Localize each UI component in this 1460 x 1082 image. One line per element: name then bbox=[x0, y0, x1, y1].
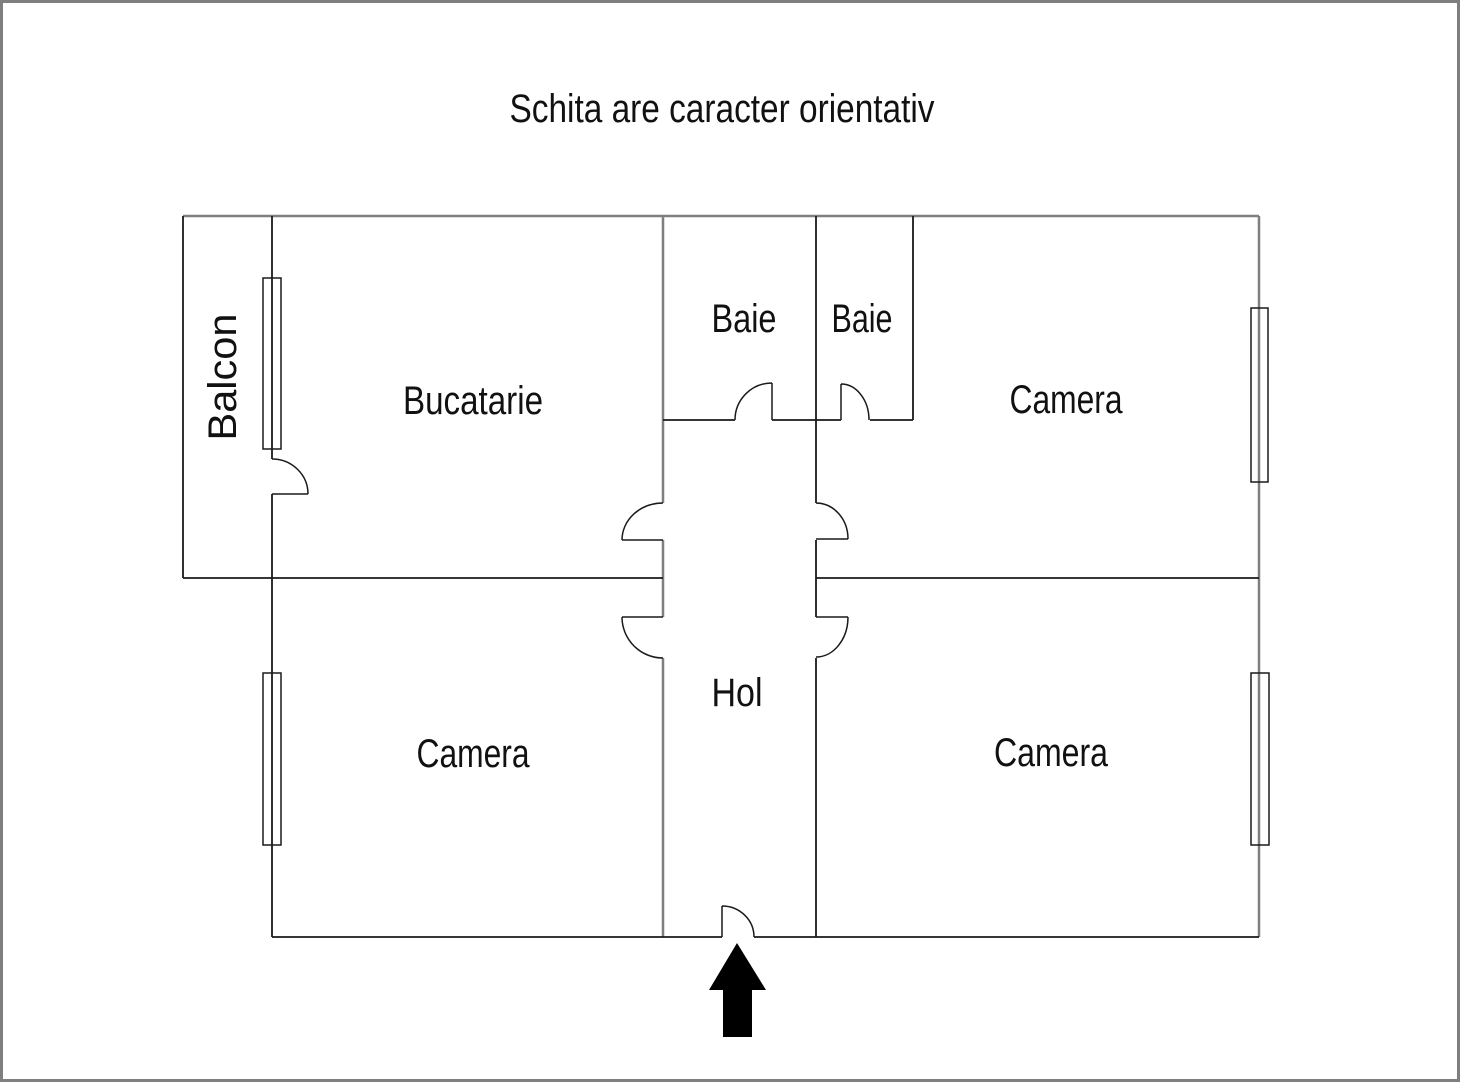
door-bath-right bbox=[840, 383, 870, 421]
door-hall-camera-bottom-right bbox=[815, 616, 849, 658]
walls-gray bbox=[183, 214, 1261, 937]
room-label-camera-bottom-right: Camera bbox=[994, 731, 1109, 775]
window-balcony-kitchen bbox=[262, 277, 282, 450]
door-balcony bbox=[271, 458, 309, 495]
door-bath-left bbox=[734, 382, 773, 421]
door-hall-camera-bottom-left bbox=[621, 616, 664, 659]
window-camera-bottom-left bbox=[262, 672, 282, 846]
doors bbox=[271, 382, 870, 938]
window-camera-top-right bbox=[1250, 307, 1269, 483]
page-title: Schita are caracter orientativ bbox=[510, 87, 935, 131]
room-label-hol: Hol bbox=[712, 671, 763, 715]
room-label-camera-bottom-left: Camera bbox=[417, 732, 531, 776]
window-camera-bottom-right bbox=[1250, 672, 1270, 846]
room-label-camera-top-right: Camera bbox=[1010, 378, 1124, 422]
walls-dark bbox=[182, 216, 1259, 938]
room-label-baie-right: Baie bbox=[832, 297, 893, 341]
entrance-arrow-icon bbox=[709, 943, 766, 1037]
door-hall-camera-top-right bbox=[815, 502, 849, 540]
room-label-baie-left: Baie bbox=[712, 297, 777, 341]
door-entrance bbox=[721, 905, 755, 938]
door-hall-kitchen bbox=[621, 502, 664, 541]
room-label-bucatarie: Bucatarie bbox=[403, 379, 543, 423]
windows bbox=[262, 277, 1270, 846]
room-label-balcon: Balcon bbox=[201, 314, 245, 441]
labels: Schita are caracter orientativ Balcon Bu… bbox=[201, 87, 1123, 776]
